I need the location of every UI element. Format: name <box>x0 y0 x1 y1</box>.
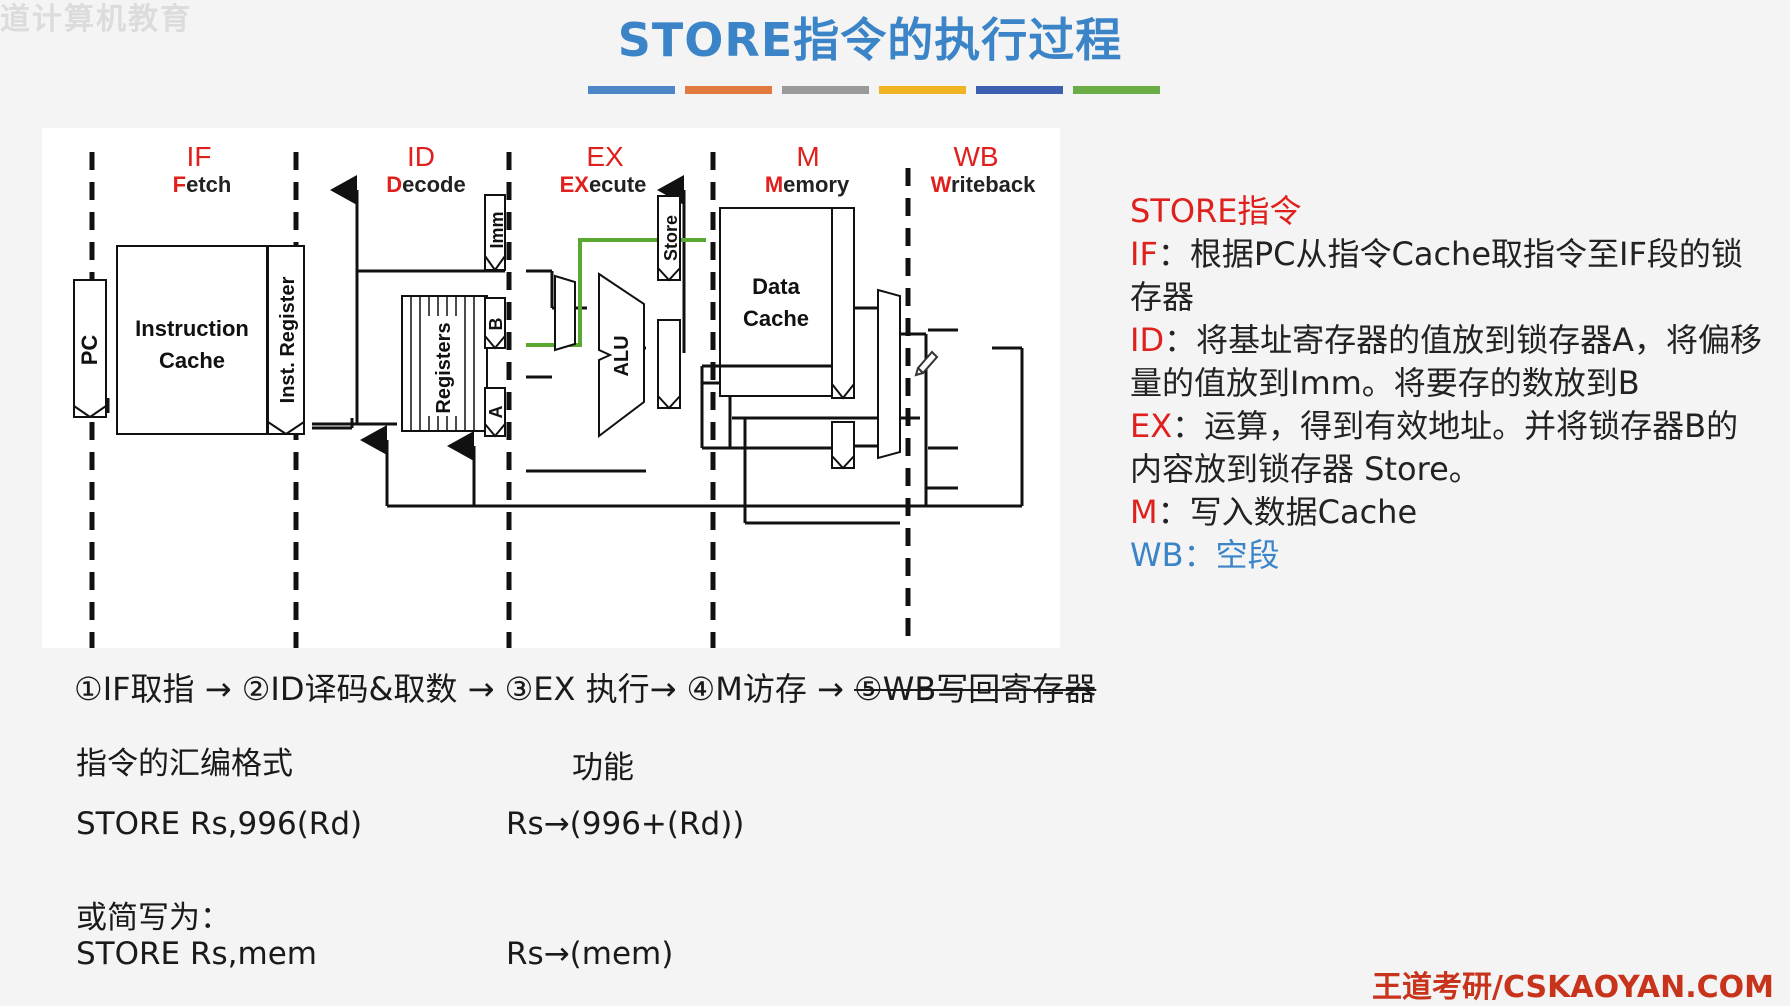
ex-output-latch <box>657 319 681 410</box>
data-cache-line2: Cache <box>743 306 809 331</box>
short-form-label: 或简写为： <box>76 900 231 936</box>
alu-input-mux <box>554 274 576 352</box>
color-bar <box>976 86 1063 94</box>
registers-label: Registers <box>433 322 455 413</box>
pipeline-steps: ①IF取指 → ②ID译码&取数 → ③EX 执行→ ④M访存 → ⑤WB写回寄… <box>74 664 1096 710</box>
side-wb-line: WB：空段 <box>1130 534 1770 577</box>
side-ex-line: EX：运算，得到有效地址。并将锁存器B的内容放到锁存器 Store。 <box>1130 405 1770 491</box>
side-id-text: ：将基址寄存器的值放到锁存器A，将偏移量的值放到Imm。将要存的数放到B <box>1130 321 1762 402</box>
mem-wb-latch-2 <box>831 421 855 470</box>
a-label: A <box>486 406 506 419</box>
steps-1-to-4: ①IF取指 → ②ID译码&取数 → ③EX 执行→ ④M访存 → <box>74 670 855 708</box>
side-ex-label: EX <box>1130 407 1173 445</box>
data-cache: Data Cache <box>719 207 833 397</box>
writeback-mux <box>877 288 901 460</box>
side-id-label: ID <box>1130 321 1165 359</box>
side-if-text: ：根据PC从指令Cache取指令至IF段的锁存器 <box>1130 235 1743 316</box>
color-bar <box>879 86 966 94</box>
stage-ex-abbr: EX <box>586 141 624 172</box>
title-color-bars <box>588 86 1160 94</box>
stage-labels: IF Fetch ID Decode EX EXecute M Memory W… <box>173 141 1036 197</box>
watermark: 道计算机教育 <box>0 2 192 37</box>
side-if-label: IF <box>1130 235 1158 273</box>
side-if-line: IF：根据PC从指令Cache取指令至IF段的锁存器 <box>1130 233 1770 319</box>
b-label: B <box>486 318 506 331</box>
row2-function: Rs→(mem) <box>506 936 674 972</box>
side-id-line: ID：将基址寄存器的值放到锁存器A，将偏移量的值放到Imm。将要存的数放到B <box>1130 319 1770 405</box>
a-latch: A <box>484 387 506 438</box>
pc-label: PC <box>77 335 102 366</box>
row1-format: STORE Rs,996(Rd) <box>76 806 363 842</box>
imm-latch: Imm <box>484 194 507 272</box>
step-5-wb: ⑤WB写回寄存器 <box>854 670 1097 708</box>
side-m-text: ：写入数据Cache <box>1157 493 1418 531</box>
side-wb-text: ：空段 <box>1183 536 1280 574</box>
stage-ex-name: EXecute <box>560 172 647 197</box>
row2-format: STORE Rs,mem <box>76 936 318 972</box>
store-latch: Store <box>657 195 681 282</box>
stage-wb-name: Writeback <box>931 172 1037 197</box>
footer-brand: 王道考研/CSKAOYAN.COM <box>1372 970 1774 1005</box>
b-latch: B <box>484 297 506 350</box>
inst-register: Inst. Register <box>267 245 305 436</box>
alu-label: ALU <box>611 335 633 376</box>
pc-register: PC <box>73 279 107 419</box>
row1-function: Rs→(996+(Rd)) <box>506 806 745 842</box>
stage-m-abbr: M <box>796 141 819 172</box>
side-heading: STORE指令 <box>1130 192 1302 230</box>
mem-wb-latch <box>831 207 855 400</box>
color-bar <box>1073 86 1160 94</box>
stage-id-abbr: ID <box>407 141 435 172</box>
color-bar <box>782 86 869 94</box>
data-cache-line1: Data <box>752 274 800 299</box>
store-explanation-panel: STORE指令 IF：根据PC从指令Cache取指令至IF段的锁存器 ID：将基… <box>1130 190 1770 577</box>
store-label: Store <box>661 215 681 261</box>
side-m-line: M：写入数据Cache <box>1130 491 1770 534</box>
side-m-label: M <box>1130 493 1158 531</box>
side-wb-label: WB <box>1130 536 1184 574</box>
stage-if-abbr: IF <box>187 141 212 172</box>
store-data-path <box>526 238 706 347</box>
mem-wires <box>700 306 878 450</box>
imm-label: Imm <box>487 211 507 248</box>
register-file: Registers <box>401 295 488 432</box>
instruction-cache-line1: Instruction <box>135 316 249 341</box>
stage-id-name: Decode <box>386 172 465 197</box>
col-function-header: 功能 <box>572 750 634 786</box>
col-format-header: 指令的汇编格式 <box>76 746 293 782</box>
instruction-cache-line2: Cache <box>159 348 225 373</box>
color-bar <box>588 86 675 94</box>
inst-register-label: Inst. Register <box>277 276 299 403</box>
color-bar <box>685 86 772 94</box>
stage-if-name: Fetch <box>173 172 232 197</box>
pipeline-diagram: IF Fetch ID Decode EX EXecute M Memory W… <box>42 128 1060 648</box>
instruction-cache: Instruction Cache <box>116 245 268 435</box>
pen-cursor-icon <box>914 350 939 377</box>
alu: ALU <box>598 272 645 439</box>
stage-m-name: Memory <box>765 172 850 197</box>
side-ex-text: ：运算，得到有效地址。并将锁存器B的内容放到锁存器 Store。 <box>1130 407 1739 488</box>
stage-wb-abbr: WB <box>953 141 998 172</box>
page-title: STORE指令的执行过程 <box>617 13 1123 67</box>
